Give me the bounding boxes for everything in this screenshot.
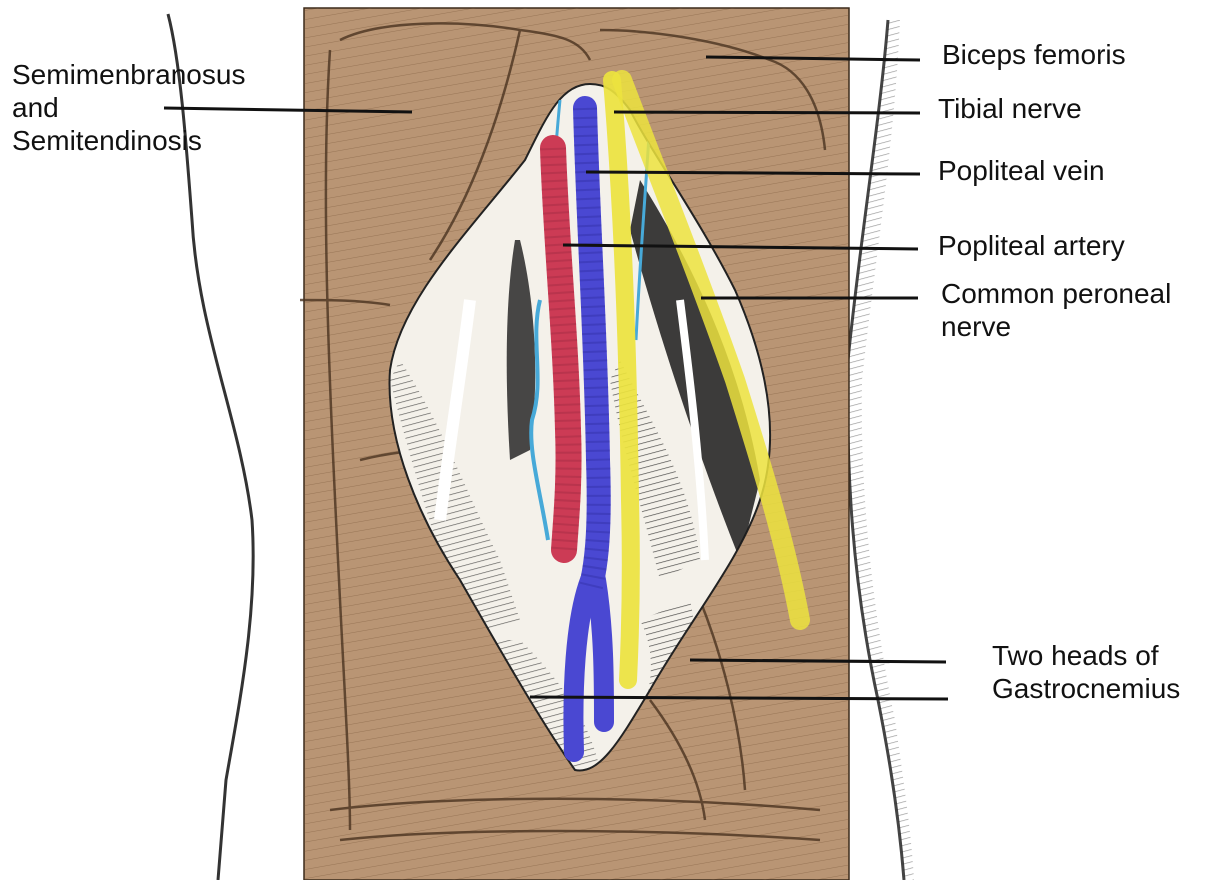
- popliteal-artery-shape: [553, 148, 569, 550]
- thigh-outline-right-shade: [848, 20, 914, 880]
- label-tibial-nerve: Tibial nerve: [938, 92, 1082, 125]
- label-gastrocnemius-line2: Gastrocnemius: [992, 672, 1180, 705]
- label-semimembranosus-line2: and: [12, 91, 245, 124]
- label-semimembranosus: Semimenbranosus and Semitendinosis: [12, 58, 245, 157]
- leader-tibial-nerve: [614, 112, 920, 113]
- leader-popliteal-vein: [586, 172, 920, 174]
- leader-gastrocnemius-lower: [530, 697, 948, 699]
- label-biceps-femoris: Biceps femoris: [942, 38, 1126, 71]
- label-common-peroneal-nerve-line2: nerve: [941, 310, 1171, 343]
- label-semimembranosus-line3: Semitendinosis: [12, 124, 245, 157]
- leader-gastrocnemius-upper: [690, 660, 946, 662]
- label-gastrocnemius: Two heads of Gastrocnemius: [992, 639, 1180, 705]
- label-semimembranosus-line1: Semimenbranosus: [12, 58, 245, 91]
- label-gastrocnemius-line1: Two heads of: [992, 639, 1180, 672]
- label-common-peroneal-nerve: Common peroneal nerve: [941, 277, 1171, 343]
- label-popliteal-vein: Popliteal vein: [938, 154, 1105, 187]
- label-popliteal-artery: Popliteal artery: [938, 229, 1125, 262]
- label-common-peroneal-nerve-line1: Common peroneal: [941, 277, 1171, 310]
